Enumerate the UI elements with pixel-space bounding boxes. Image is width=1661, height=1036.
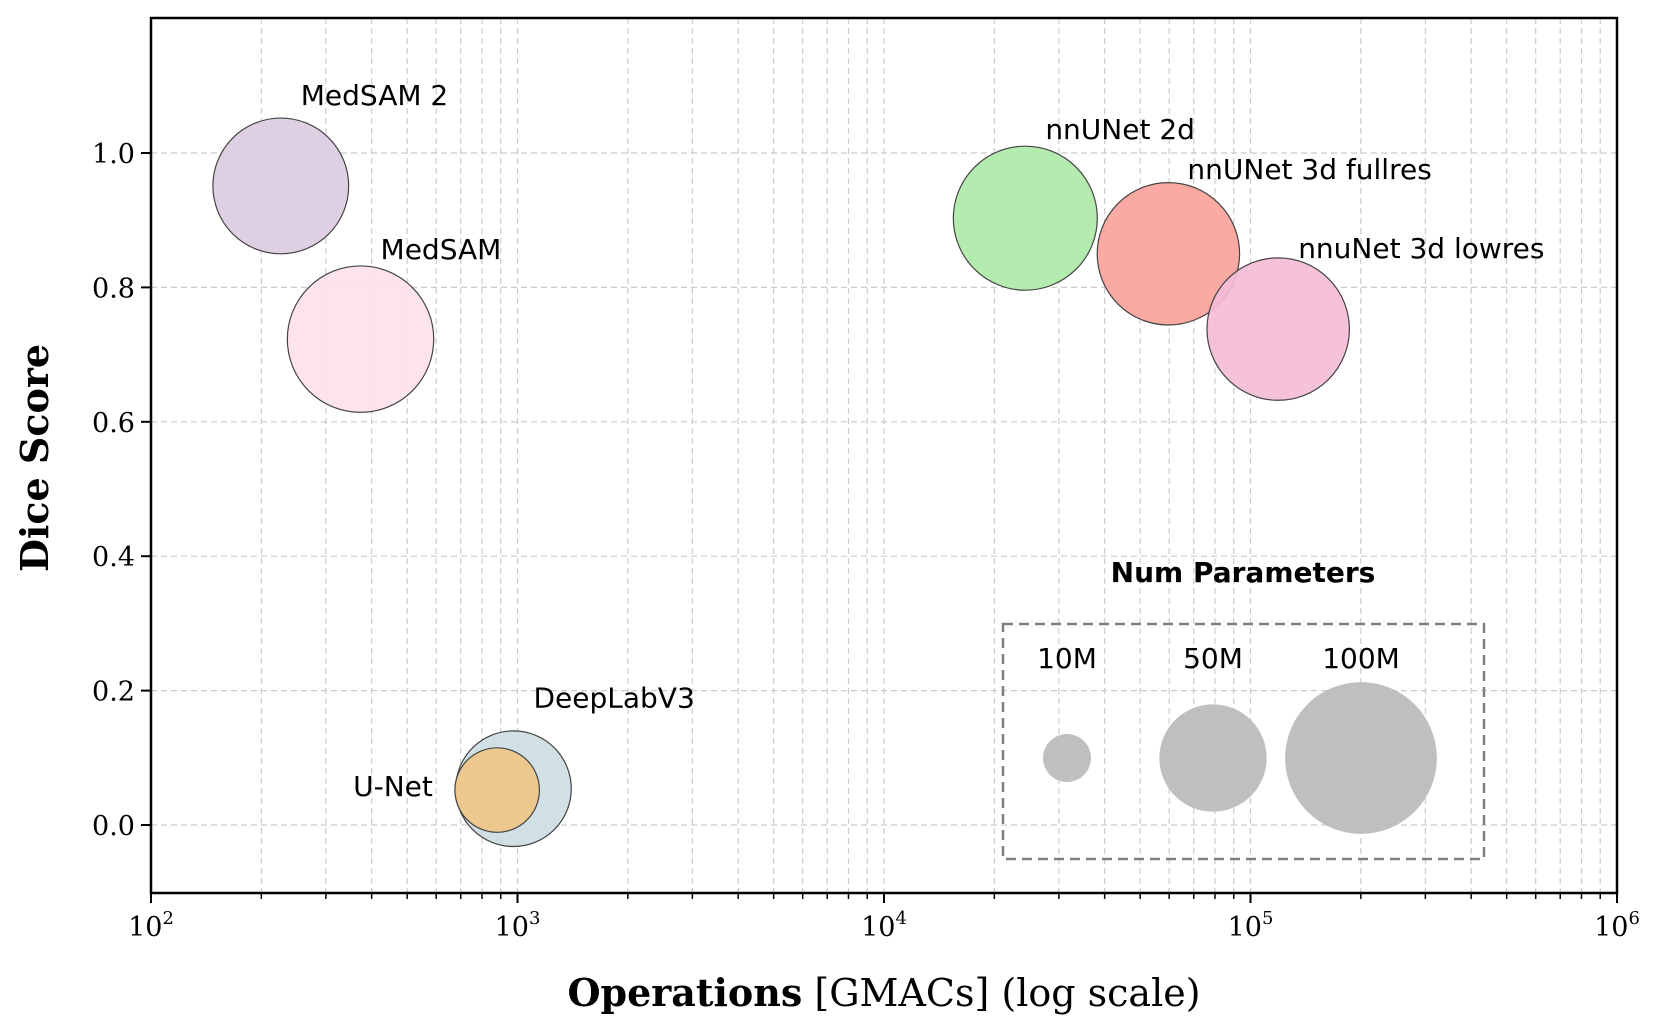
bubble-circle — [454, 747, 541, 833]
legend: Num Parameters 10M 50M 100M — [1001, 556, 1486, 861]
bubble-nnunet-2d: nnUNet 2d — [952, 113, 1195, 291]
legend-frame — [1001, 622, 1486, 861]
x-axis-label-units: [GMACs] (log scale) — [802, 971, 1200, 1015]
bubble-circle — [1096, 182, 1241, 326]
legend-size-label: 100M — [1322, 642, 1400, 675]
bubble-u-net: U-Net — [353, 747, 541, 833]
legend-size-circle — [1159, 704, 1267, 812]
x-axis-label-bold: Operations — [567, 970, 802, 1015]
bubble-label: MedSAM 2 — [301, 79, 448, 112]
legend-size-label: 50M — [1183, 642, 1243, 675]
bubble-nnunet-3d-fullres: nnUNet 3d fullres — [1096, 153, 1432, 326]
x-tick-label: 102 — [128, 908, 174, 943]
bubble-circle — [952, 145, 1098, 291]
legend-entries: 10M 50M 100M — [1037, 642, 1437, 834]
x-tick-label: 104 — [861, 908, 907, 943]
bubble-label: MedSAM — [381, 233, 502, 266]
bubble-circle — [1206, 257, 1350, 401]
bubble-nnunet-3d-lowres: nnuNet 3d lowres — [1206, 232, 1545, 401]
y-tick-label: 0.2 — [92, 677, 135, 708]
bubble-label: DeepLabV3 — [533, 682, 694, 715]
y-tick-label: 0.0 — [92, 811, 135, 842]
legend-size-label: 10M — [1037, 642, 1097, 675]
axes: 102 103 104 105 106 0.0 0.2 0.4 0.6 0.8 1.0 — [92, 16, 1640, 943]
y-axis-ticks: 0.0 0.2 0.4 0.6 0.8 1.0 — [92, 139, 151, 842]
x-tick-label: 106 — [1594, 908, 1640, 943]
bubble-label: nnUNet 3d fullres — [1187, 153, 1431, 186]
y-tick-label: 0.6 — [92, 408, 135, 439]
bubble-circle — [212, 117, 350, 255]
bubble-label: nnuNet 3d lowres — [1298, 232, 1544, 265]
y-tick-label: 0.8 — [92, 273, 135, 304]
bubble-label: nnUNet 2d — [1045, 113, 1195, 146]
y-tick-label: 0.4 — [92, 542, 135, 573]
y-tick-label: 1.0 — [92, 139, 135, 170]
x-axis-ticks: 102 103 104 105 106 — [128, 893, 1640, 943]
x-tick-label: 105 — [1228, 908, 1274, 943]
x-tick-label: 103 — [495, 908, 541, 943]
y-axis-label: Dice Score — [12, 344, 57, 572]
legend-size-circle — [1043, 734, 1091, 782]
legend-size-circle — [1285, 682, 1437, 834]
bubble-medsam-2: MedSAM 2 — [212, 79, 448, 255]
legend-title: Num Parameters — [1111, 556, 1376, 589]
bubble-medsam: MedSAM — [286, 233, 502, 413]
bubble-label: U-Net — [353, 770, 433, 803]
x-axis-label: Operations [GMACs] (log scale) — [567, 970, 1200, 1015]
bubble-circle — [286, 265, 435, 413]
